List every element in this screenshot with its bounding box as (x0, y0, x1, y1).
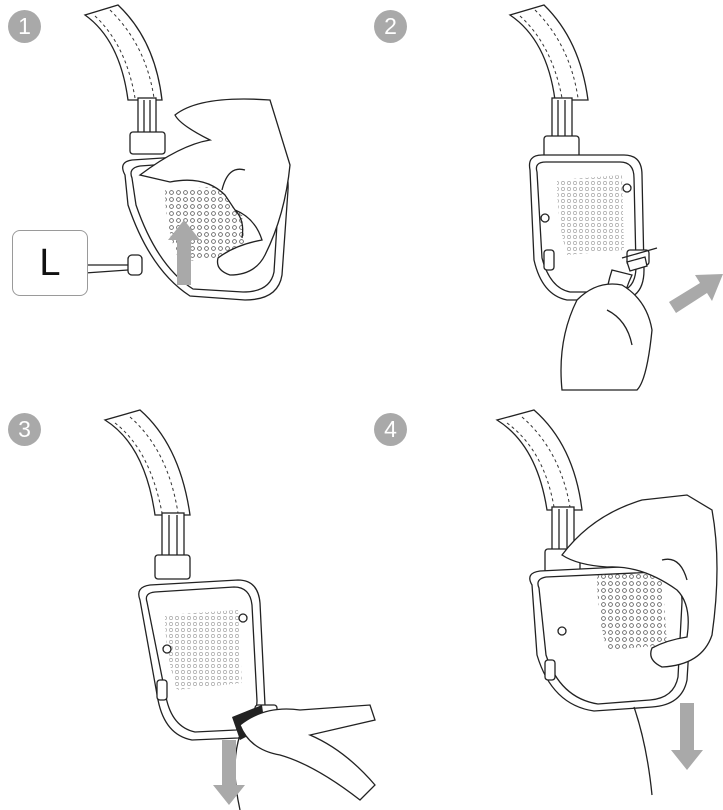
arrow-down-icon (671, 703, 703, 770)
step-3-illustration (0, 405, 361, 810)
side-button (157, 680, 167, 700)
step-4-panel: 4 (362, 405, 723, 810)
headband (497, 410, 582, 510)
headband (105, 410, 190, 515)
step-4-illustration (362, 405, 723, 810)
left-side-label: L (12, 230, 88, 296)
step-1-panel: 1 L (0, 0, 361, 405)
side-button (544, 250, 554, 270)
hinge (552, 98, 572, 140)
arrow-up-right-icon (669, 274, 723, 313)
side-button (128, 255, 142, 275)
headband (510, 5, 588, 100)
headband (85, 5, 162, 100)
side-button (545, 660, 555, 680)
step-2-panel: 2 (362, 0, 723, 405)
step-1-illustration (0, 0, 361, 405)
speaker-grille (597, 570, 667, 650)
arrow-down-icon (213, 740, 245, 805)
speaker-grille (557, 175, 624, 255)
step-3-panel: 3 (0, 405, 361, 810)
hinge (162, 513, 184, 558)
step-2-illustration (362, 0, 723, 405)
speaker-grille (165, 610, 242, 690)
hand (240, 705, 375, 800)
